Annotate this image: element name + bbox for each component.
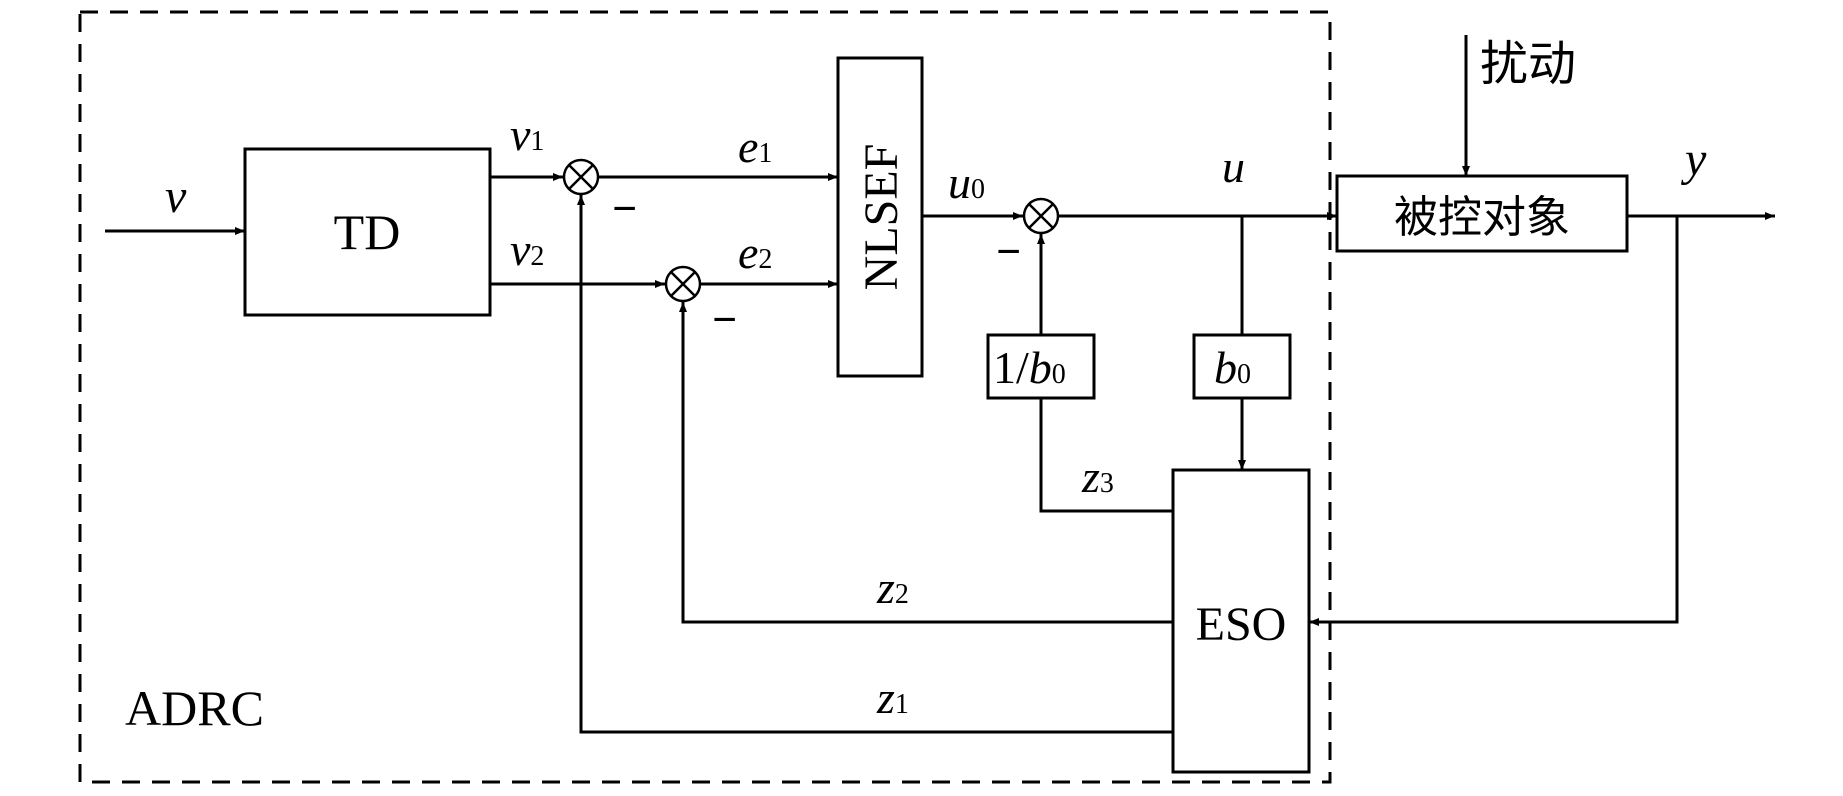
z1-label: z1 xyxy=(876,672,909,723)
z3-label: z3 xyxy=(1081,451,1114,502)
e2-label: e2 xyxy=(738,227,772,278)
input-v-label: v xyxy=(165,170,187,223)
adrc-label: ADRC xyxy=(125,680,264,736)
u-label: u xyxy=(1222,141,1245,192)
gain-label: b0 xyxy=(1214,342,1251,393)
z2-wire xyxy=(679,302,1173,624)
y-feedback-wire xyxy=(1309,216,1679,626)
e1-label: e1 xyxy=(738,121,772,172)
adrc-boundary xyxy=(78,10,1332,784)
td-block: TD xyxy=(243,147,492,317)
u0-label: u0 xyxy=(948,157,985,208)
minus-sign-3: − xyxy=(996,227,1021,276)
sum-junction-2 xyxy=(664,265,702,303)
inv-gain-block: 1/b0 xyxy=(986,333,1096,400)
y-label: y xyxy=(1680,133,1707,186)
v2-label: v2 xyxy=(510,224,544,275)
v1-label: v1 xyxy=(510,109,544,160)
nlsef-label: NLSEF xyxy=(855,144,908,291)
eso-block: ESO xyxy=(1171,468,1311,774)
td-label: TD xyxy=(334,204,401,260)
sum-junction-3 xyxy=(1022,197,1060,235)
plant-block: 被控对象 xyxy=(1335,174,1629,253)
z2-label: z2 xyxy=(876,562,909,613)
sum-junction-1 xyxy=(562,158,600,196)
minus-sign-1: − xyxy=(612,184,637,233)
z3-wire xyxy=(1039,398,1173,513)
minus-sign-2: − xyxy=(712,295,737,344)
disturbance-label: 扰动 xyxy=(1480,38,1576,91)
inv-gain-label: 1/b0 xyxy=(993,342,1066,393)
z1-wire xyxy=(577,195,1173,734)
eso-label: ESO xyxy=(1196,598,1287,651)
gain-block: b0 xyxy=(1192,333,1292,400)
nlsef-block: NLSEF xyxy=(836,56,924,378)
plant-label: 被控对象 xyxy=(1394,193,1570,242)
